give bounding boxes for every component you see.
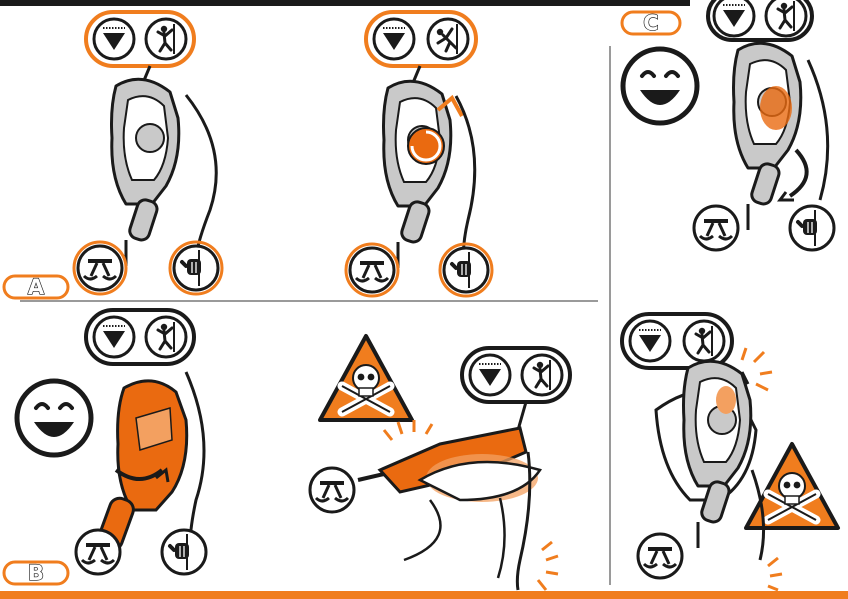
skull-crossbones-warning-icon — [746, 444, 838, 528]
harness-icon — [350, 248, 394, 292]
footer-bar — [0, 591, 848, 599]
rotation-arrow-icon — [790, 150, 807, 196]
panel-c-label-text: C — [643, 11, 658, 35]
anchor-triangle-icon — [630, 321, 670, 361]
status-pill-a2 — [366, 12, 476, 66]
climber-icon — [522, 355, 562, 395]
climber-icon — [684, 321, 724, 361]
panel-a: A — [4, 12, 492, 299]
belay-device-grey — [112, 79, 179, 266]
skull-crossbones-warning-icon — [320, 336, 412, 420]
climber-icon — [146, 19, 186, 59]
anchor-triangle-icon — [714, 0, 754, 36]
anchor-triangle-icon — [374, 19, 414, 59]
hand-grip-icon — [444, 248, 488, 292]
panel-label-a: A — [4, 275, 68, 299]
harness-icon — [78, 246, 122, 290]
climber-icon — [766, 0, 806, 36]
harness-icon — [310, 468, 354, 512]
status-pill-b1 — [86, 310, 194, 364]
belay-device-orange — [96, 381, 187, 553]
climber-icon — [146, 317, 186, 357]
hand-grip-on-device — [358, 428, 540, 578]
rope — [186, 95, 216, 260]
header-bar — [0, 0, 690, 6]
status-pill-c1 — [708, 0, 812, 40]
anchor-triangle-icon — [94, 317, 134, 357]
belay-device-grey — [734, 43, 801, 230]
panel-b: B — [4, 310, 570, 590]
status-pill-b2 — [462, 348, 570, 402]
harness-icon — [694, 206, 738, 250]
anchor-triangle-icon — [470, 355, 510, 395]
anchor-triangle-icon — [94, 19, 134, 59]
panel-a-label-text: A — [28, 275, 45, 299]
smiley-face-icon — [17, 381, 91, 455]
harness-icon — [76, 530, 120, 574]
panel-c: C — [622, 0, 838, 599]
status-pill-a1 — [86, 12, 194, 66]
smiley-face-icon — [623, 49, 697, 123]
hand-grip-icon — [174, 246, 218, 290]
hand-grip-icon — [162, 530, 206, 574]
hand-grip-on-device — [656, 361, 756, 548]
harness-icon — [638, 534, 682, 578]
hand-grip-icon — [790, 206, 834, 250]
panel-label-c: C — [622, 11, 680, 35]
panel-label-b: B — [4, 561, 68, 585]
falling-climber-icon — [428, 19, 468, 59]
panel-b-label-text: B — [28, 561, 44, 585]
status-pill-c2 — [622, 314, 732, 368]
